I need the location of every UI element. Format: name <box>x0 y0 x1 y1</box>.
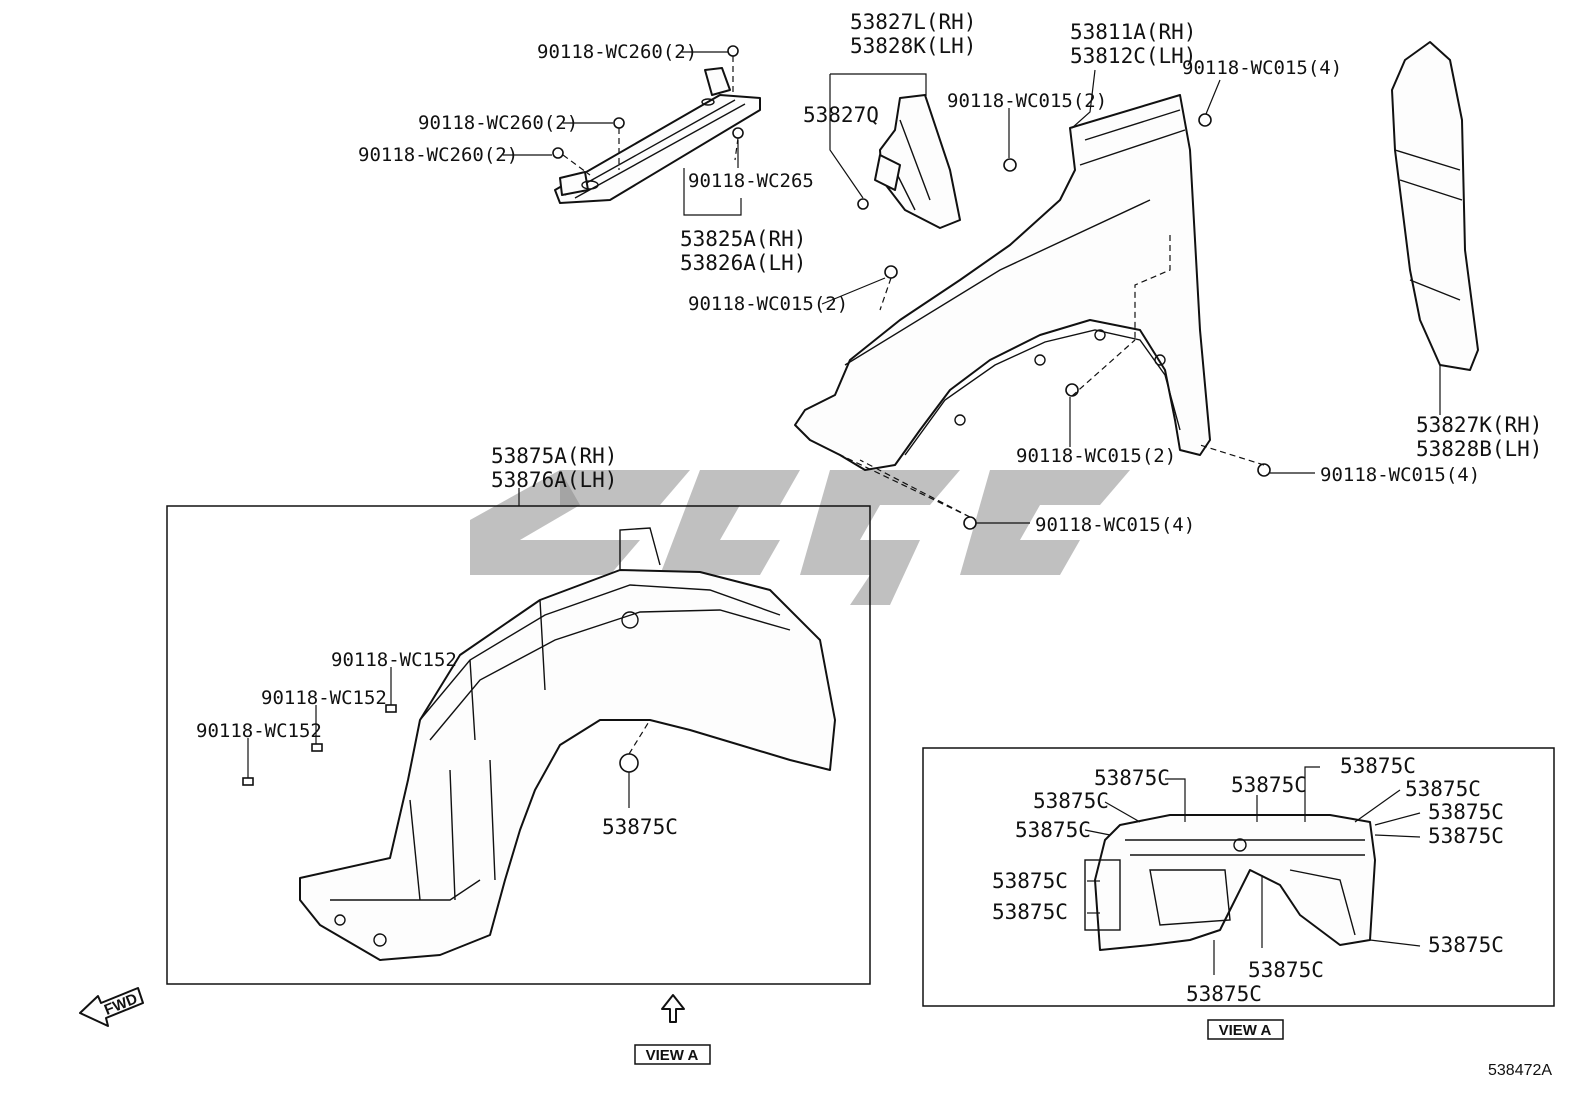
label-clip-wc152-b: 90118-WC152 <box>261 687 387 709</box>
label-view-clip-3: 53875C <box>1015 818 1091 842</box>
label-seal-53825-lh: 53826A(LH) <box>680 251 806 275</box>
label-bolt-wc015-2-low: 90118-WC015(2) <box>1016 445 1176 467</box>
label-seal-53827q: 53827Q <box>803 103 879 127</box>
label-bolt-wc265: 90118-WC265 <box>688 170 814 192</box>
label-seal-53827-lh: 53828K(LH) <box>850 34 976 58</box>
label-seal-53825-rh: 53825A(RH) <box>680 227 806 251</box>
fwd-arrow-icon: FWD <box>79 987 144 1027</box>
fwd-label: FWD <box>102 990 140 1019</box>
bolt-icon <box>552 45 744 159</box>
label-view-clip-1: 53875C <box>1094 766 1170 790</box>
label-bolt-wc015-4-right: 90118-WC015(4) <box>1320 464 1480 486</box>
view-a-inset-label: VIEW A <box>1219 1022 1272 1039</box>
label-seal-53827k-lh: 53828B(LH) <box>1416 437 1542 461</box>
label-bolt-wc015-2-top: 90118-WC015(2) <box>947 90 1107 112</box>
label-bolt-wc260-a: 90118-WC260(2) <box>537 41 697 63</box>
label-view-clip-13: 53875C <box>1186 982 1262 1006</box>
seal-bracket-53825 <box>554 67 761 204</box>
seal-53827 <box>874 94 961 229</box>
label-view-clip-6: 53875C <box>1231 773 1307 797</box>
label-view-clip-4: 53875C <box>992 869 1068 893</box>
label-bolt-wc015-2-mid: 90118-WC015(2) <box>688 293 848 315</box>
seal-53827k <box>1391 41 1479 371</box>
view-a-label: VIEW A <box>646 1047 699 1064</box>
view-a-inset <box>922 747 1555 1007</box>
view-a-inset-tag <box>1207 1019 1284 1040</box>
view-arrow-icon <box>661 994 685 1023</box>
label-view-clip-11: 53875C <box>1428 933 1504 957</box>
label-view-clip-2: 53875C <box>1033 789 1109 813</box>
label-bolt-wc015-4-top: 90118-WC015(4) <box>1182 57 1342 79</box>
fender-panel <box>794 94 1211 471</box>
label-bolt-wc260-b: 90118-WC260(2) <box>418 112 578 134</box>
view-a-tag <box>634 1044 711 1065</box>
label-seal-53827-rh: 53827L(RH) <box>850 10 976 34</box>
watermark-logo <box>470 470 1130 605</box>
label-bolt-wc015-4-low: 90118-WC015(4) <box>1035 514 1195 536</box>
label-view-clip-5: 53875C <box>992 900 1068 924</box>
liner-underside <box>1084 814 1376 951</box>
label-bolt-wc260-c: 90118-WC260(2) <box>358 144 518 166</box>
label-view-clip-8: 53875C <box>1405 777 1481 801</box>
label-view-clip-9: 53875C <box>1428 800 1504 824</box>
diagram-id: 538472A <box>1488 1062 1552 1079</box>
bolt-icon <box>884 113 1271 530</box>
label-fender-lh: 53812C(LH) <box>1070 44 1196 68</box>
bolt-icon <box>857 198 869 210</box>
label-clip-wc152-a: 90118-WC152 <box>331 649 457 671</box>
label-liner-rh: 53875A(RH) <box>491 444 617 468</box>
label-clip-53875c-main: 53875C <box>602 815 678 839</box>
fender-liner <box>299 527 836 961</box>
label-view-clip-7: 53875C <box>1340 754 1416 778</box>
label-view-clip-12: 53875C <box>1248 958 1324 982</box>
label-clip-wc152-c: 90118-WC152 <box>196 720 322 742</box>
label-fender-rh: 53811A(RH) <box>1070 20 1196 44</box>
label-liner-lh: 53876A(LH) <box>491 468 617 492</box>
label-seal-53827k-rh: 53827K(RH) <box>1416 413 1542 437</box>
label-view-clip-10: 53875C <box>1428 824 1504 848</box>
